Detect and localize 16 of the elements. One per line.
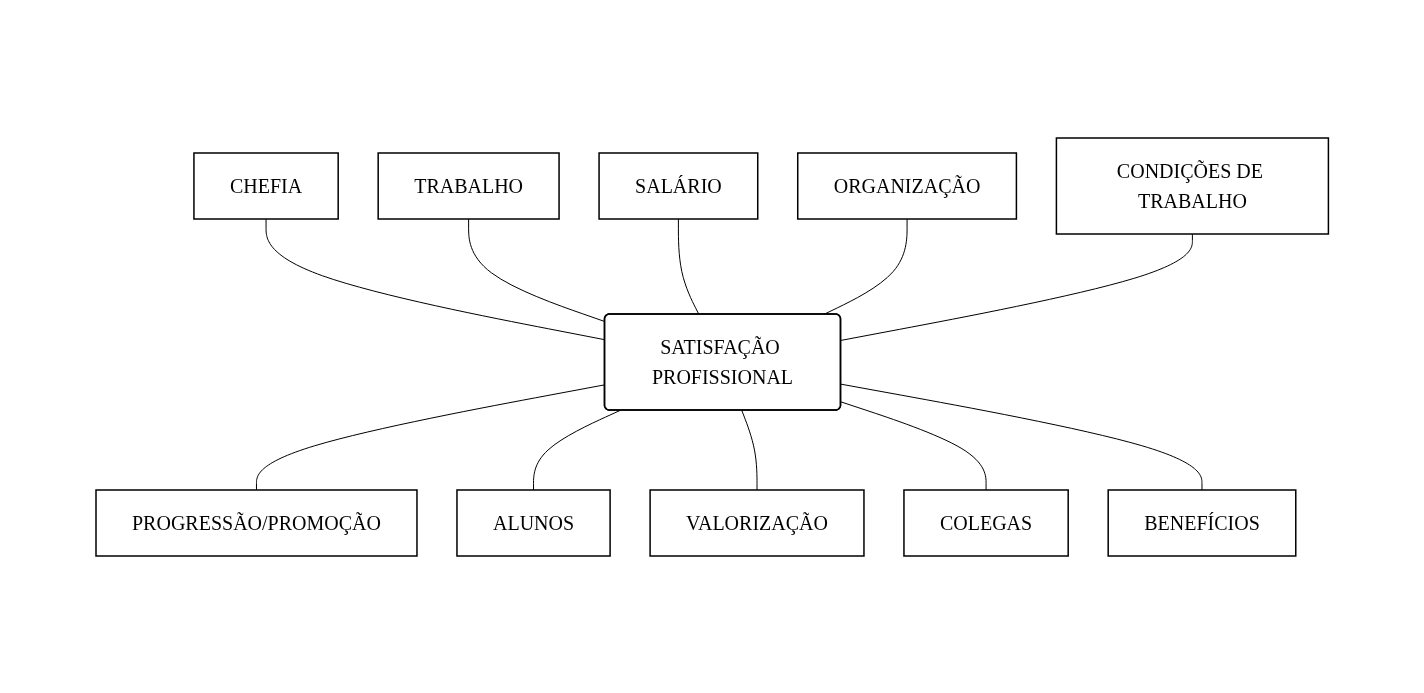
connector xyxy=(741,409,758,490)
connector xyxy=(532,409,621,490)
node-box: CHEFIA xyxy=(193,151,339,220)
node-box: TRABALHO xyxy=(377,151,560,220)
node-box: PROGRESSÃO/PROMOÇÃO xyxy=(95,488,418,557)
node-box: ALUNOS xyxy=(456,488,611,557)
node-box: COLEGAS xyxy=(903,488,1069,557)
node-box: VALORIZAÇÃO xyxy=(649,488,865,557)
connector xyxy=(840,233,1193,341)
node-box: ORGANIZAÇÃO xyxy=(796,151,1017,220)
node-box: SALÁRIO xyxy=(598,151,759,220)
connector xyxy=(840,383,1203,490)
node-box: CONDIÇÕES DE TRABALHO xyxy=(1055,136,1329,235)
node-box: BENEFÍCIOS xyxy=(1107,488,1297,557)
connector xyxy=(840,400,987,490)
connector xyxy=(677,218,700,315)
